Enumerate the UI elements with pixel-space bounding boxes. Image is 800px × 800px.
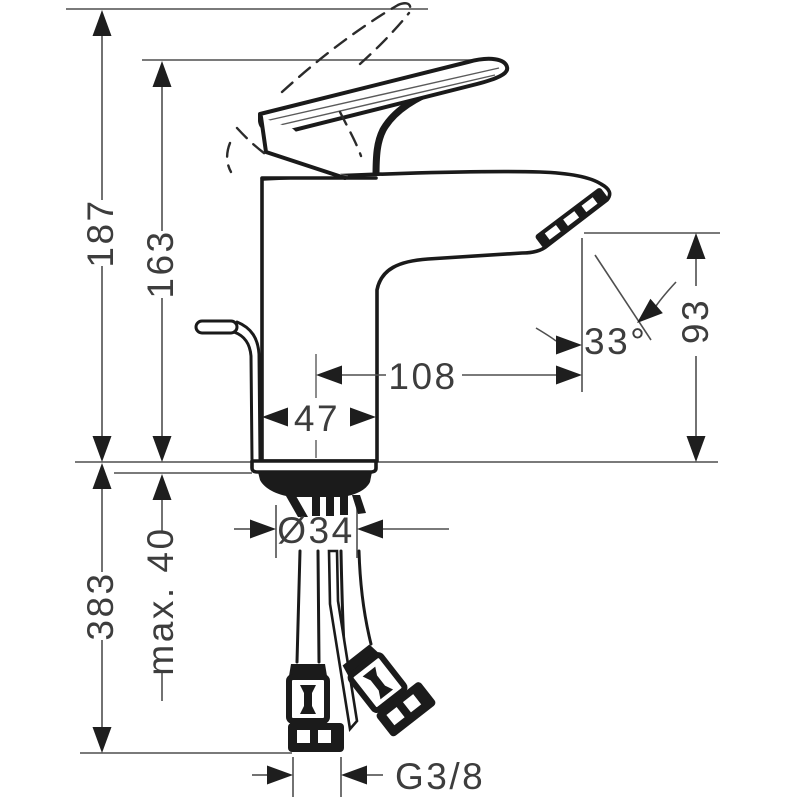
shank-thread-hatch xyxy=(286,496,308,517)
arrow-up xyxy=(92,463,112,489)
dimension-outlet-height: 93 xyxy=(675,233,716,462)
dim-shank-diameter-label: Ø34 xyxy=(277,510,354,551)
dimension-body-width: 47 xyxy=(262,398,376,439)
base-escutcheon xyxy=(250,459,378,517)
dim-spout-tip-height-label: 163 xyxy=(140,229,181,298)
shank-thread-hatch xyxy=(352,495,366,514)
connector-slot xyxy=(386,707,405,726)
dim-total-height-label: 187 xyxy=(80,198,121,267)
extension-lines xyxy=(66,8,720,797)
arrow-right xyxy=(556,365,582,385)
arrow-up xyxy=(152,61,172,87)
handle-base-edge xyxy=(259,115,347,180)
dim-hose-connection-label: G3/8 xyxy=(395,756,485,797)
raised-handle-front-edge xyxy=(280,3,400,94)
pop-up-rod-knob xyxy=(194,319,239,335)
pop-up-rod xyxy=(194,319,262,461)
dimension-mounting-thickness: max. 40 xyxy=(140,474,181,701)
handle-blade-edge-line xyxy=(266,74,496,129)
aerator-slot xyxy=(563,211,580,226)
connector-slot xyxy=(297,730,310,743)
dimension-hose-connection: G3/8 xyxy=(252,756,485,797)
base-flange xyxy=(250,459,378,474)
connector-slot xyxy=(402,694,422,713)
pop-up-rod-inner-edge xyxy=(235,320,262,461)
hose-right-edge xyxy=(357,549,373,646)
shank-thread-hatch xyxy=(326,495,334,516)
hose-left-edge xyxy=(295,549,302,664)
arrow-up xyxy=(92,10,112,36)
connector-end-block xyxy=(376,682,436,737)
arrow-right xyxy=(250,519,276,539)
escutcheon-dome xyxy=(258,472,372,497)
arrow-up xyxy=(686,233,706,259)
raised-handle-neck-edge xyxy=(338,110,363,158)
dimension-height-to-spout-tip: 163 xyxy=(140,61,181,462)
dim-hose-length-label: 383 xyxy=(80,571,121,640)
pop-up-rod-lower xyxy=(327,549,359,732)
arrow-left xyxy=(357,519,383,539)
handle-blade-edge-line xyxy=(264,67,500,122)
arrow-left xyxy=(316,365,342,385)
connector-end-block xyxy=(288,723,344,752)
raised-handle-base-edge xyxy=(235,126,273,160)
arrow-down xyxy=(152,436,172,462)
faucet-body-spout xyxy=(260,169,612,463)
connector-bone xyxy=(300,685,316,714)
handle-lever xyxy=(258,56,510,180)
arrow-up xyxy=(152,474,172,500)
supply-hoses xyxy=(286,549,436,752)
angle-leader-left xyxy=(535,327,557,342)
dim-mounting-thickness-label: max. 40 xyxy=(140,526,181,675)
angle-leader-right xyxy=(655,281,677,307)
dimension-spout-reach: 108 xyxy=(316,356,582,397)
connector-collar xyxy=(342,644,379,677)
arrow-left xyxy=(262,407,288,427)
arrow-right xyxy=(267,765,293,785)
arrow-right xyxy=(556,335,582,355)
raised-handle-back-edge xyxy=(358,11,411,66)
arrow-down xyxy=(686,436,706,462)
hose-connector-right xyxy=(342,644,436,737)
dimension-total-height: 187 xyxy=(80,10,121,462)
connector-slot xyxy=(318,730,331,743)
shank-thread-hatch xyxy=(340,495,348,515)
aerator-slot xyxy=(581,197,598,213)
dimension-hose-length: 383 xyxy=(80,463,121,753)
connector-collar xyxy=(289,664,327,676)
dim-outlet-angle-label: 33° xyxy=(584,321,647,362)
arrow-angled xyxy=(637,298,663,323)
aerator xyxy=(535,188,609,248)
handle-base-fill xyxy=(261,117,345,178)
raised-handle-tip xyxy=(396,2,412,15)
connector-bone xyxy=(362,666,394,700)
arrow-down xyxy=(92,727,112,753)
arrow-down xyxy=(92,436,112,462)
faucet-outline xyxy=(194,2,612,752)
shank-thread-hatch xyxy=(312,495,320,516)
hose-connector-left xyxy=(286,664,344,752)
arrow-left xyxy=(341,765,367,785)
hose-left-edge xyxy=(316,549,321,664)
dimension-shank-diameter: Ø34 xyxy=(234,510,449,551)
handle-lever-raised-dashed xyxy=(225,2,412,174)
dim-outlet-height-label: 93 xyxy=(675,298,716,344)
angle-reference-line xyxy=(594,254,652,341)
raised-handle-base-arc xyxy=(225,141,233,174)
arrow-right xyxy=(350,407,376,427)
dim-spout-reach-label: 108 xyxy=(388,356,457,397)
dimension-outlet-angle: 33° xyxy=(535,254,677,362)
aerator-slot xyxy=(544,224,561,240)
dim-body-width-label: 47 xyxy=(294,398,340,439)
pop-up-rod-outer-edge xyxy=(232,330,254,461)
